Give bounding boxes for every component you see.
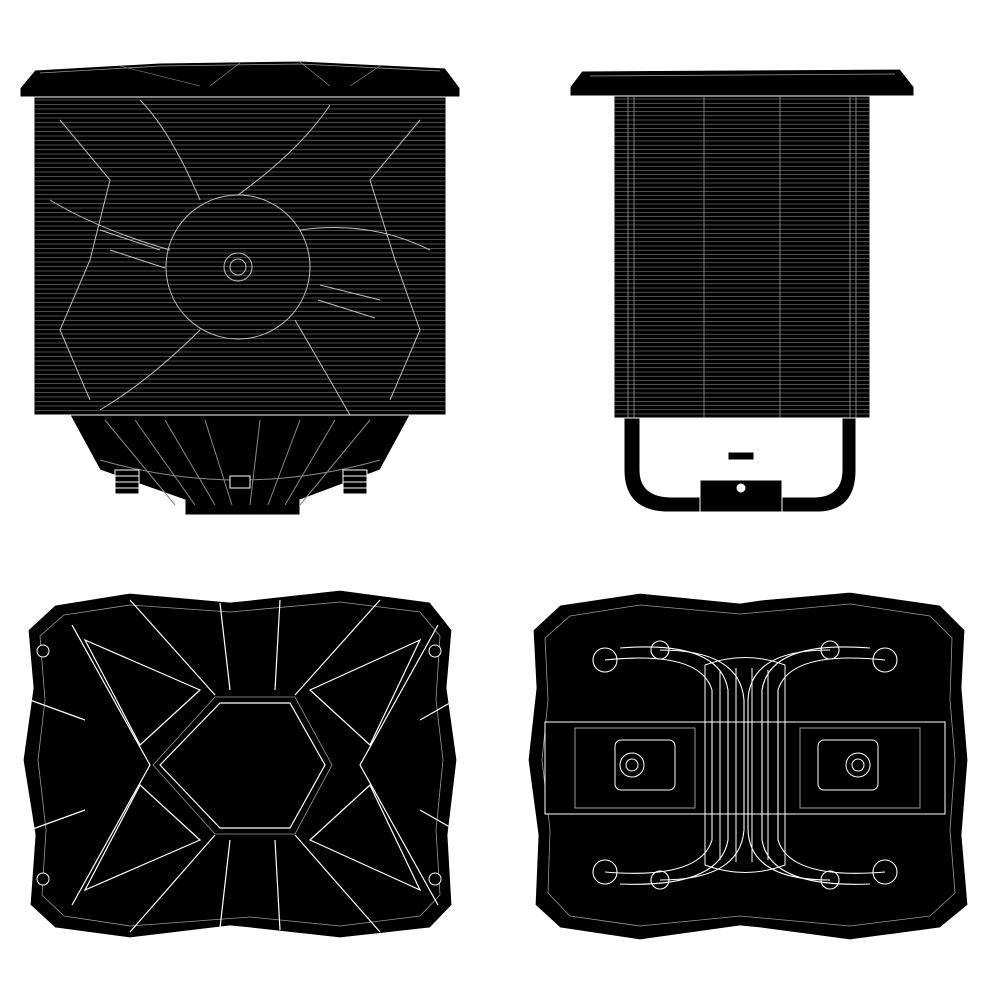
side-view — [569, 68, 915, 513]
front-view — [19, 60, 461, 516]
top-screw-bl — [36, 872, 50, 886]
top-screw-tr — [428, 644, 442, 658]
front-screw-right — [342, 469, 368, 495]
top-screw-tl — [36, 644, 50, 658]
side-heatpipe-loop — [623, 417, 857, 513]
top-fan-frame-pattern — [29, 599, 456, 933]
bottom-mounting-bar — [544, 721, 946, 815]
side-mount-block — [699, 451, 783, 513]
side-heatpipe-columns — [627, 96, 857, 418]
top-screw-br — [428, 872, 442, 886]
front-fan — [49, 99, 431, 416]
top-corner-screws — [36, 644, 442, 886]
side-top-cover — [569, 68, 915, 97]
front-heatpipe-assembly — [69, 414, 411, 516]
front-screw-left — [114, 469, 140, 495]
top-view — [22, 589, 458, 939]
bottom-mount-holes — [619, 752, 871, 778]
bottom-heatpipes — [592, 640, 898, 890]
side-fin-stack — [613, 95, 871, 419]
front-fin-stack — [33, 96, 447, 416]
front-fin-lines — [35, 99, 445, 411]
bottom-base-plate — [704, 657, 786, 873]
bottom-view — [527, 591, 969, 941]
top-outline — [22, 589, 458, 939]
side-fin-lines — [615, 98, 869, 415]
